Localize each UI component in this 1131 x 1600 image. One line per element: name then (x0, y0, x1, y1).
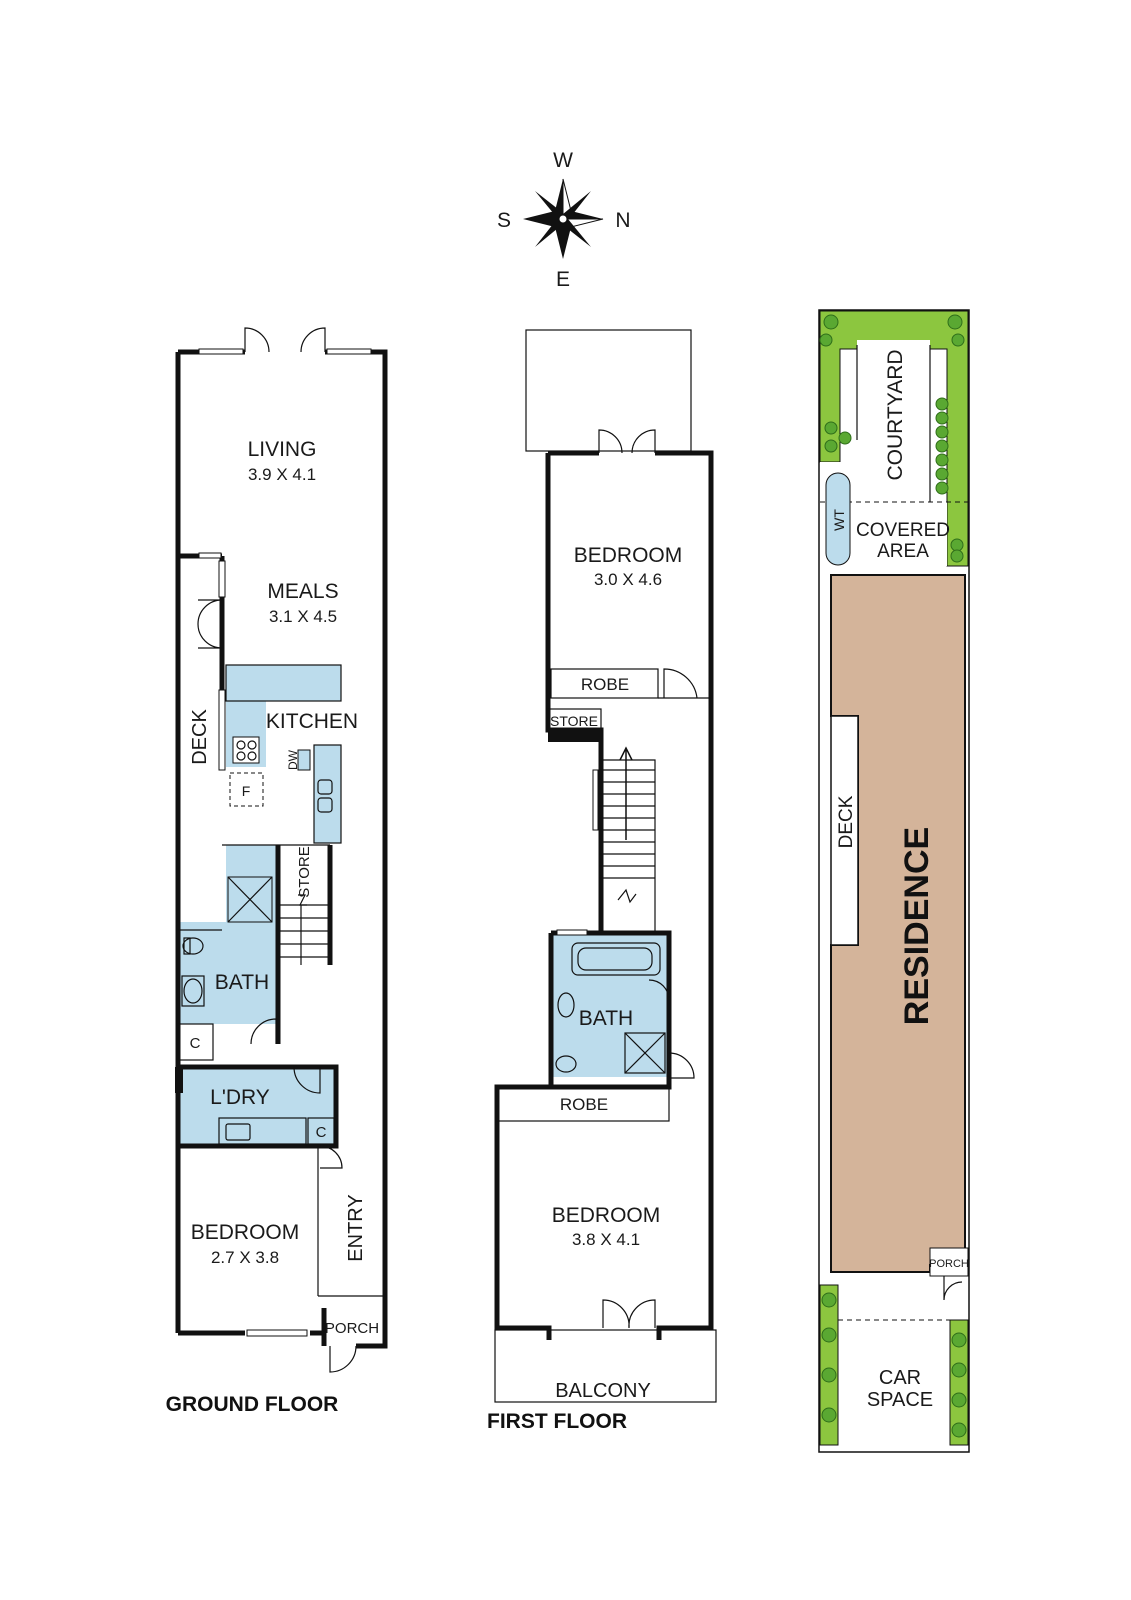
living-size: 3.9 X 4.1 (248, 465, 316, 484)
bath-label: BATH (215, 971, 269, 994)
covered-area-label-line2: AREA (877, 541, 929, 562)
ground-outer-walls (175, 349, 388, 1336)
car-space-label-line1: CAR (879, 1367, 921, 1389)
porch-door (329, 1345, 357, 1373)
bedroom-size: 2.7 X 3.8 (211, 1248, 279, 1267)
compass-west-label: W (553, 149, 573, 172)
shower-icon (624, 1032, 666, 1074)
cupboard-c1-label: C (190, 1035, 201, 1052)
compass-north-label: N (615, 209, 630, 232)
bath-first-door (668, 1052, 695, 1079)
robe-1 (550, 668, 659, 699)
first-floor-title: FIRST FLOOR (487, 1410, 627, 1433)
ground-floor-title: GROUND FLOOR (166, 1393, 339, 1416)
water-tank-icon (825, 472, 851, 566)
meals-label: MEALS (267, 580, 338, 603)
shrub-icons (819, 314, 965, 563)
first-bedroom-1-label: BEDROOM (574, 544, 683, 567)
site-deck (830, 715, 859, 946)
laundry-tub-icon (225, 1123, 251, 1141)
stair-walls (275, 845, 333, 1044)
first-bedroom-2-size: 3.8 X 4.1 (572, 1230, 640, 1249)
toilet-first-icon (555, 1055, 577, 1073)
bath-door (250, 1018, 277, 1045)
robe-2-label: ROBE (560, 1095, 608, 1114)
balcony-label: BALCONY (555, 1380, 651, 1402)
toilet-icon (182, 937, 204, 955)
robe-1-label: ROBE (581, 675, 629, 694)
sink-icon (317, 797, 333, 813)
kitchen-window (218, 689, 226, 771)
fridge-space-icon (229, 772, 264, 807)
robe-2 (496, 1086, 670, 1122)
stairs-first-icon (599, 759, 656, 933)
dishwasher-icon (297, 749, 311, 771)
porch-label: PORCH (325, 1320, 379, 1337)
site-porch-label: PORCH (929, 1258, 969, 1270)
cupboard-c2-label: C (316, 1124, 327, 1141)
laundry-label: L'DRY (210, 1086, 270, 1109)
car-space-label-line2: SPACE (867, 1389, 933, 1411)
cupboard-c2 (307, 1117, 335, 1145)
stair-window (592, 769, 599, 831)
stair-up-arrow (619, 746, 633, 840)
site-deck-label: DECK (836, 795, 857, 848)
deck-label: DECK (189, 709, 211, 765)
laundry-walls (178, 1064, 339, 1149)
entry-door (319, 1145, 343, 1169)
bath-room-fill (178, 922, 278, 1024)
bedroom-label: BEDROOM (191, 1221, 300, 1244)
covered-area-label-line1: COVERED (856, 520, 950, 541)
meals-size: 3.1 X 4.5 (269, 607, 337, 626)
water-tank-label: WT (831, 509, 847, 531)
laundry-bench (218, 1117, 307, 1145)
laundry-room-fill (178, 1067, 336, 1146)
rear-roof-outline (525, 329, 692, 452)
compass-east-label: E (556, 268, 570, 291)
meals-window (218, 560, 226, 598)
deck-window (198, 552, 222, 559)
courtyard-label: COURTYARD (884, 349, 907, 480)
balcony-french-doors (602, 1299, 656, 1329)
fridge-label: F (242, 783, 251, 799)
kitchen-label: KITCHEN (266, 710, 358, 733)
first-bath-label: BATH (579, 1007, 633, 1030)
site-plan: COURTYARD WT COVERED AREA DECK RESIDENCE… (818, 309, 970, 1453)
ground-floor-plan: F DW C C LIVING (166, 327, 388, 1416)
residence-label: RESIDENCE (898, 827, 936, 1025)
living-window (198, 348, 244, 355)
store-label: STORE (296, 846, 313, 897)
dishwasher-label: DW (286, 749, 300, 770)
stairs-icon (280, 904, 328, 965)
site-porch (929, 1247, 969, 1277)
deck-french-doors (197, 599, 223, 649)
car-space-garden-left (819, 1284, 839, 1446)
bedroom-1-door (663, 668, 698, 699)
bathtub-icon (571, 942, 661, 976)
store-first-label: STORE (550, 713, 598, 729)
cupboard-c1 (177, 1023, 214, 1061)
compass-rose: W S N E (497, 149, 631, 291)
basin-icon (183, 978, 203, 1004)
bedroom-window (246, 1329, 308, 1337)
rear-french-doors (598, 429, 656, 454)
first-bedroom-2-label: BEDROOM (552, 1204, 661, 1227)
first-bedroom-1-size: 3.0 X 4.6 (594, 570, 662, 589)
entry-label: ENTRY (345, 1194, 367, 1261)
sink-icon (317, 779, 333, 795)
basin-first-icon (557, 992, 575, 1018)
living-french-doors (244, 327, 326, 353)
living-label: LIVING (248, 438, 317, 461)
first-bath-fill (551, 933, 669, 1077)
entry-walls (317, 1146, 385, 1297)
balcony-outline (494, 1329, 717, 1403)
living-window (326, 348, 372, 355)
compass-south-label: S (497, 209, 511, 232)
laundry-door (293, 1066, 321, 1094)
first-floor-plan: BEDROOM 3.0 X 4.6 ROBE STORE BATH ROBE B… (487, 329, 717, 1433)
